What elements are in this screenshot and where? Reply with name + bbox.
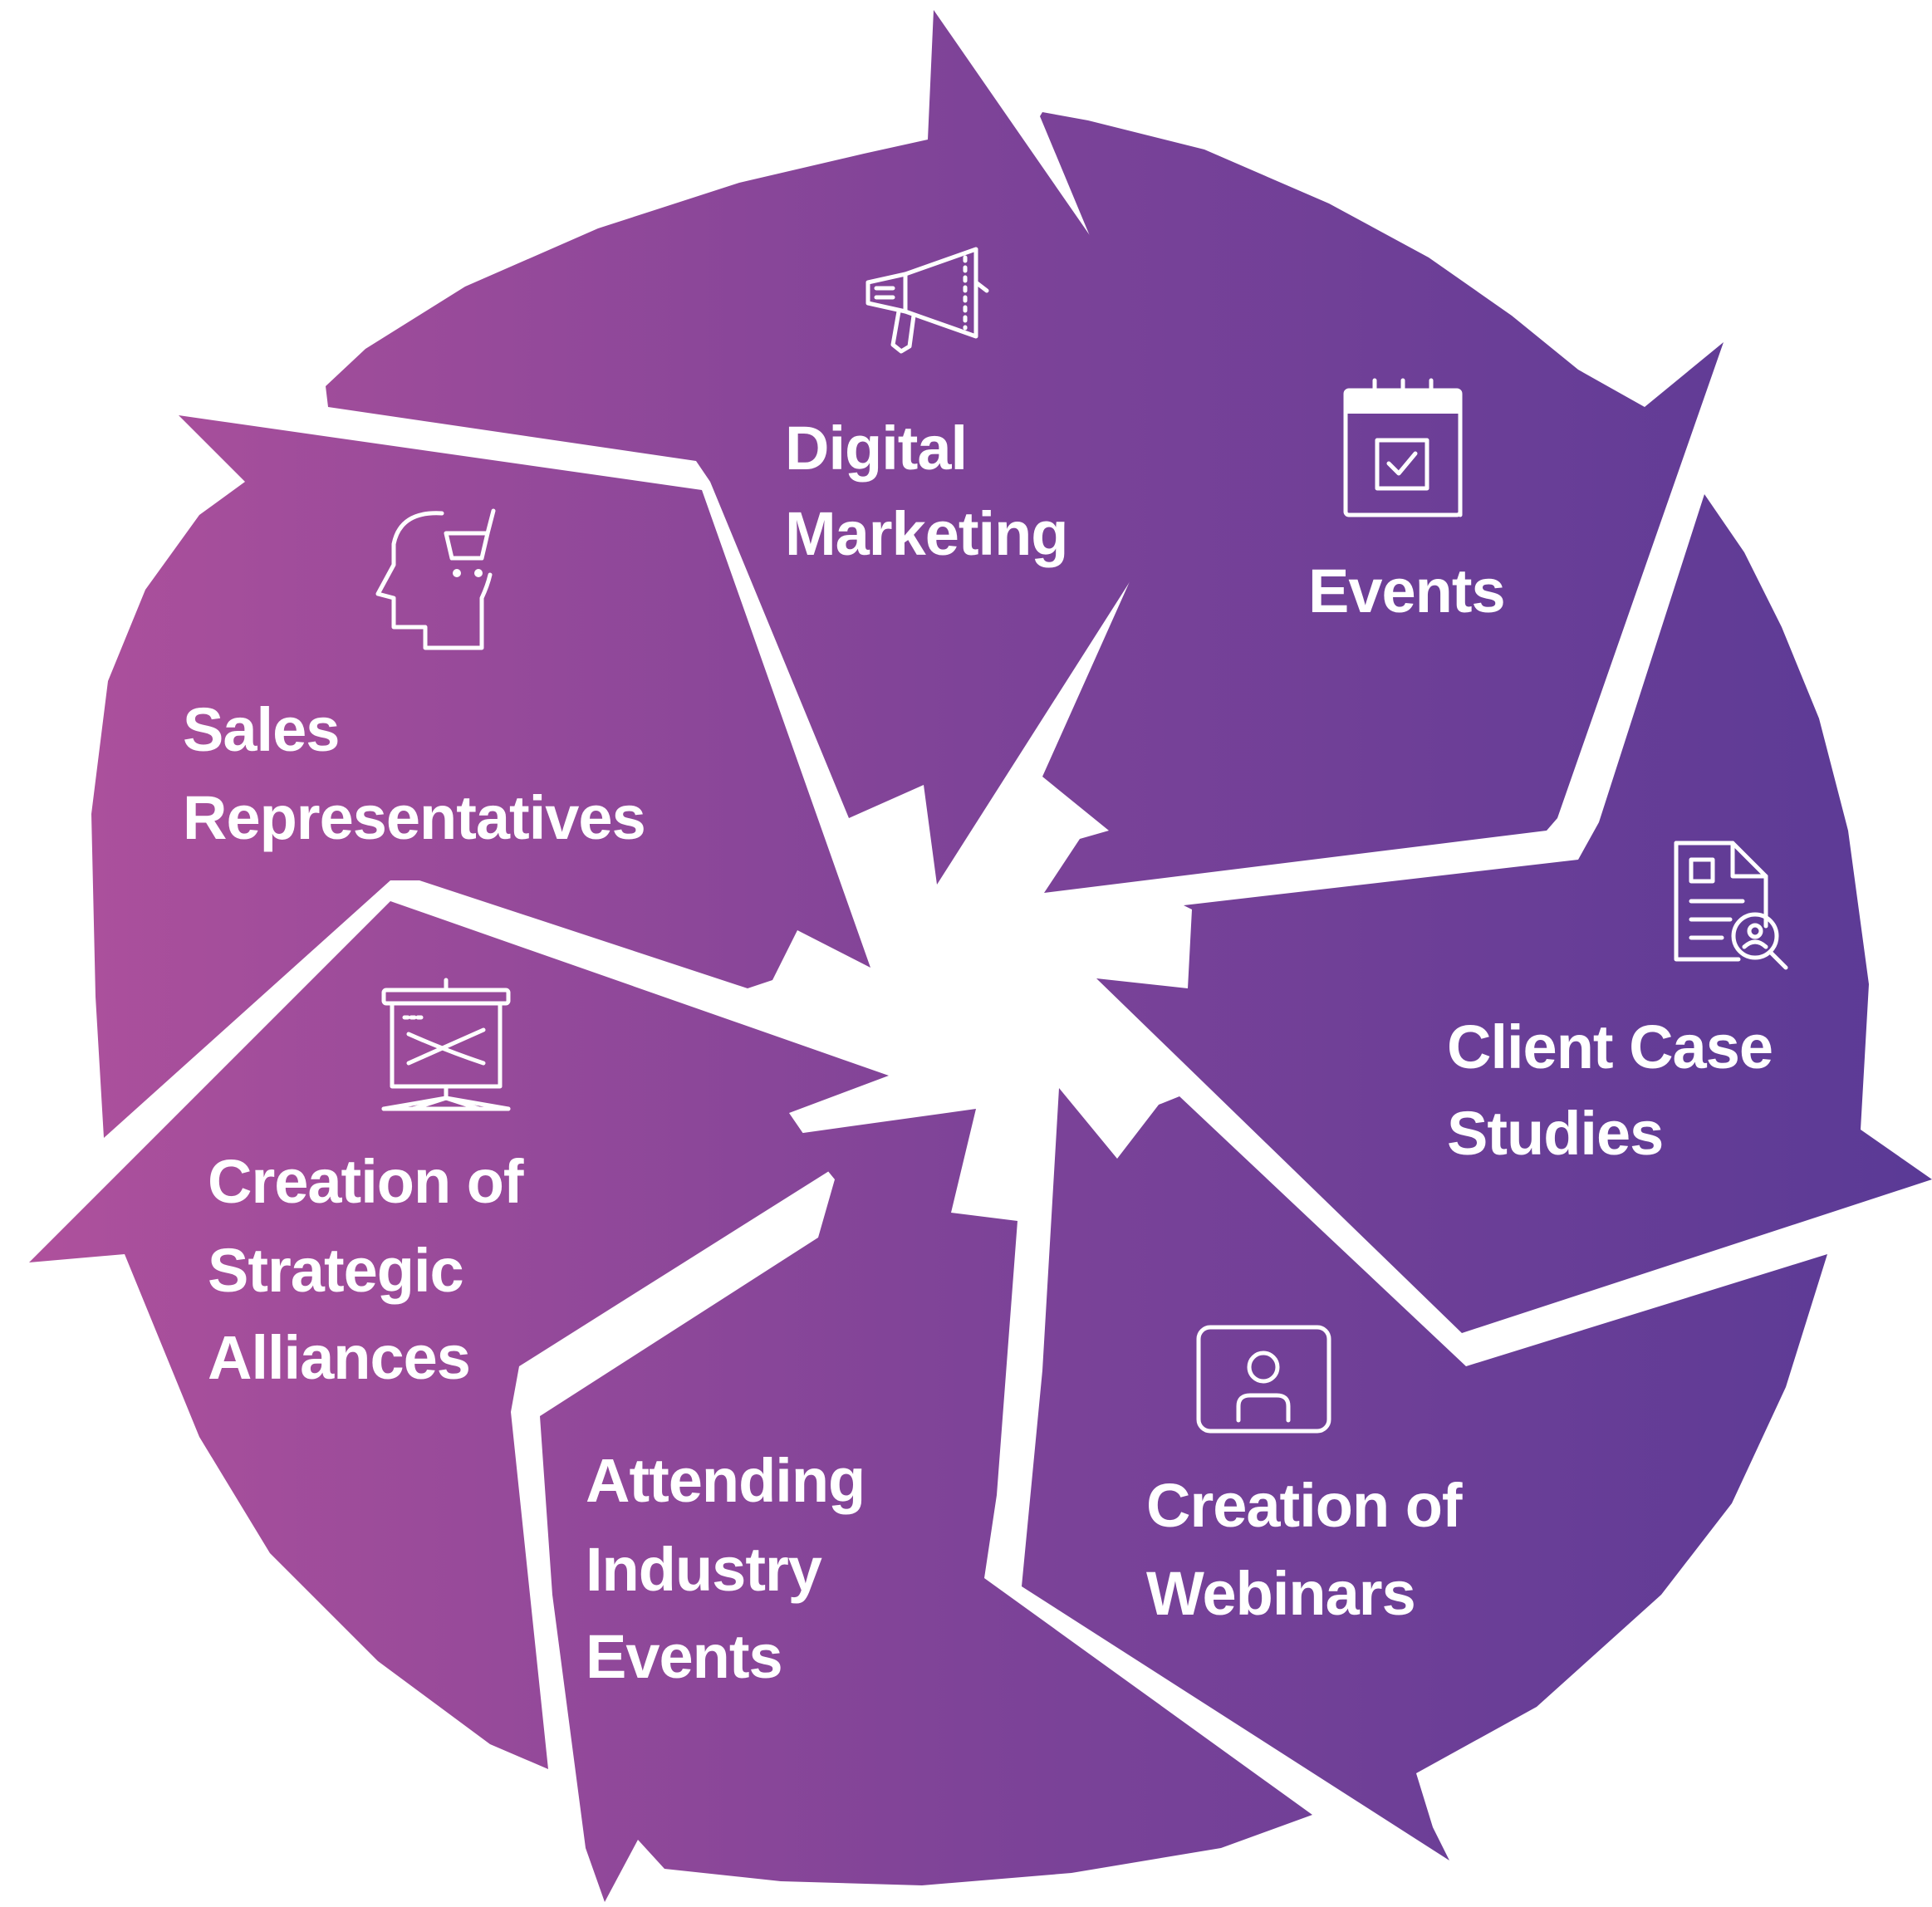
- label-creation-of-strategic-alliances-line-2: Strategic: [208, 1236, 463, 1305]
- segment-events: [1040, 112, 1724, 893]
- label-digital-marketing-line-1: Digital: [785, 414, 967, 483]
- label-sales-representatives-line-1: Sales: [183, 695, 339, 764]
- label-client-case-studies-line-1: Client Case: [1447, 1012, 1773, 1081]
- cycle-segments: [29, 10, 1932, 1902]
- segment-sales-representatives: [91, 415, 870, 1138]
- segment-creation-of-strategic-alliances: [29, 901, 889, 1769]
- label-sales-representatives: Sales Representatives: [183, 695, 646, 852]
- label-client-case-studies: Client Case Studies: [1447, 1012, 1773, 1168]
- label-creation-of-strategic-alliances: Creation of Strategic Alliances: [208, 1147, 525, 1392]
- label-creation-of-strategic-alliances-line-3: Alliances: [208, 1323, 470, 1392]
- label-creation-of-webinars-line-1: Creation of: [1146, 1471, 1463, 1540]
- head-cart-icon: [375, 508, 496, 650]
- webinar-screen-icon: [1196, 1325, 1331, 1434]
- label-events-line-1: Events: [1308, 556, 1505, 625]
- label-attending-industry-events: Attending Industry Events: [586, 1446, 865, 1691]
- label-client-case-studies-line-2: Studies: [1447, 1099, 1663, 1168]
- label-digital-marketing: Digital Marketing: [785, 414, 1069, 568]
- segment-creation-of-webinars: [1022, 1088, 1827, 1860]
- label-attending-industry-events-line-3: Events: [586, 1622, 782, 1691]
- label-creation-of-webinars: Creation of Webinars: [1146, 1471, 1464, 1628]
- label-sales-representatives-line-2: Representatives: [183, 783, 645, 852]
- megaphone-icon: [865, 247, 989, 354]
- label-attending-industry-events-line-2: Industry: [586, 1535, 822, 1604]
- segment-client-case-studies: [1096, 494, 1932, 1333]
- document-search-icon: [1674, 841, 1788, 970]
- segment-digital-marketing: [326, 10, 1226, 885]
- label-creation-of-webinars-line-2: Webinars: [1146, 1559, 1415, 1628]
- label-attending-industry-events-line-1: Attending: [586, 1446, 865, 1515]
- segment-attending-industry-events: [540, 1109, 1312, 1902]
- label-digital-marketing-line-2: Marketing: [785, 499, 1068, 568]
- label-creation-of-strategic-alliances-line-1: Creation of: [208, 1147, 524, 1216]
- label-events: Events: [1308, 556, 1506, 625]
- calendar-check-icon: [1343, 378, 1463, 517]
- presentation-board-icon: [381, 978, 511, 1111]
